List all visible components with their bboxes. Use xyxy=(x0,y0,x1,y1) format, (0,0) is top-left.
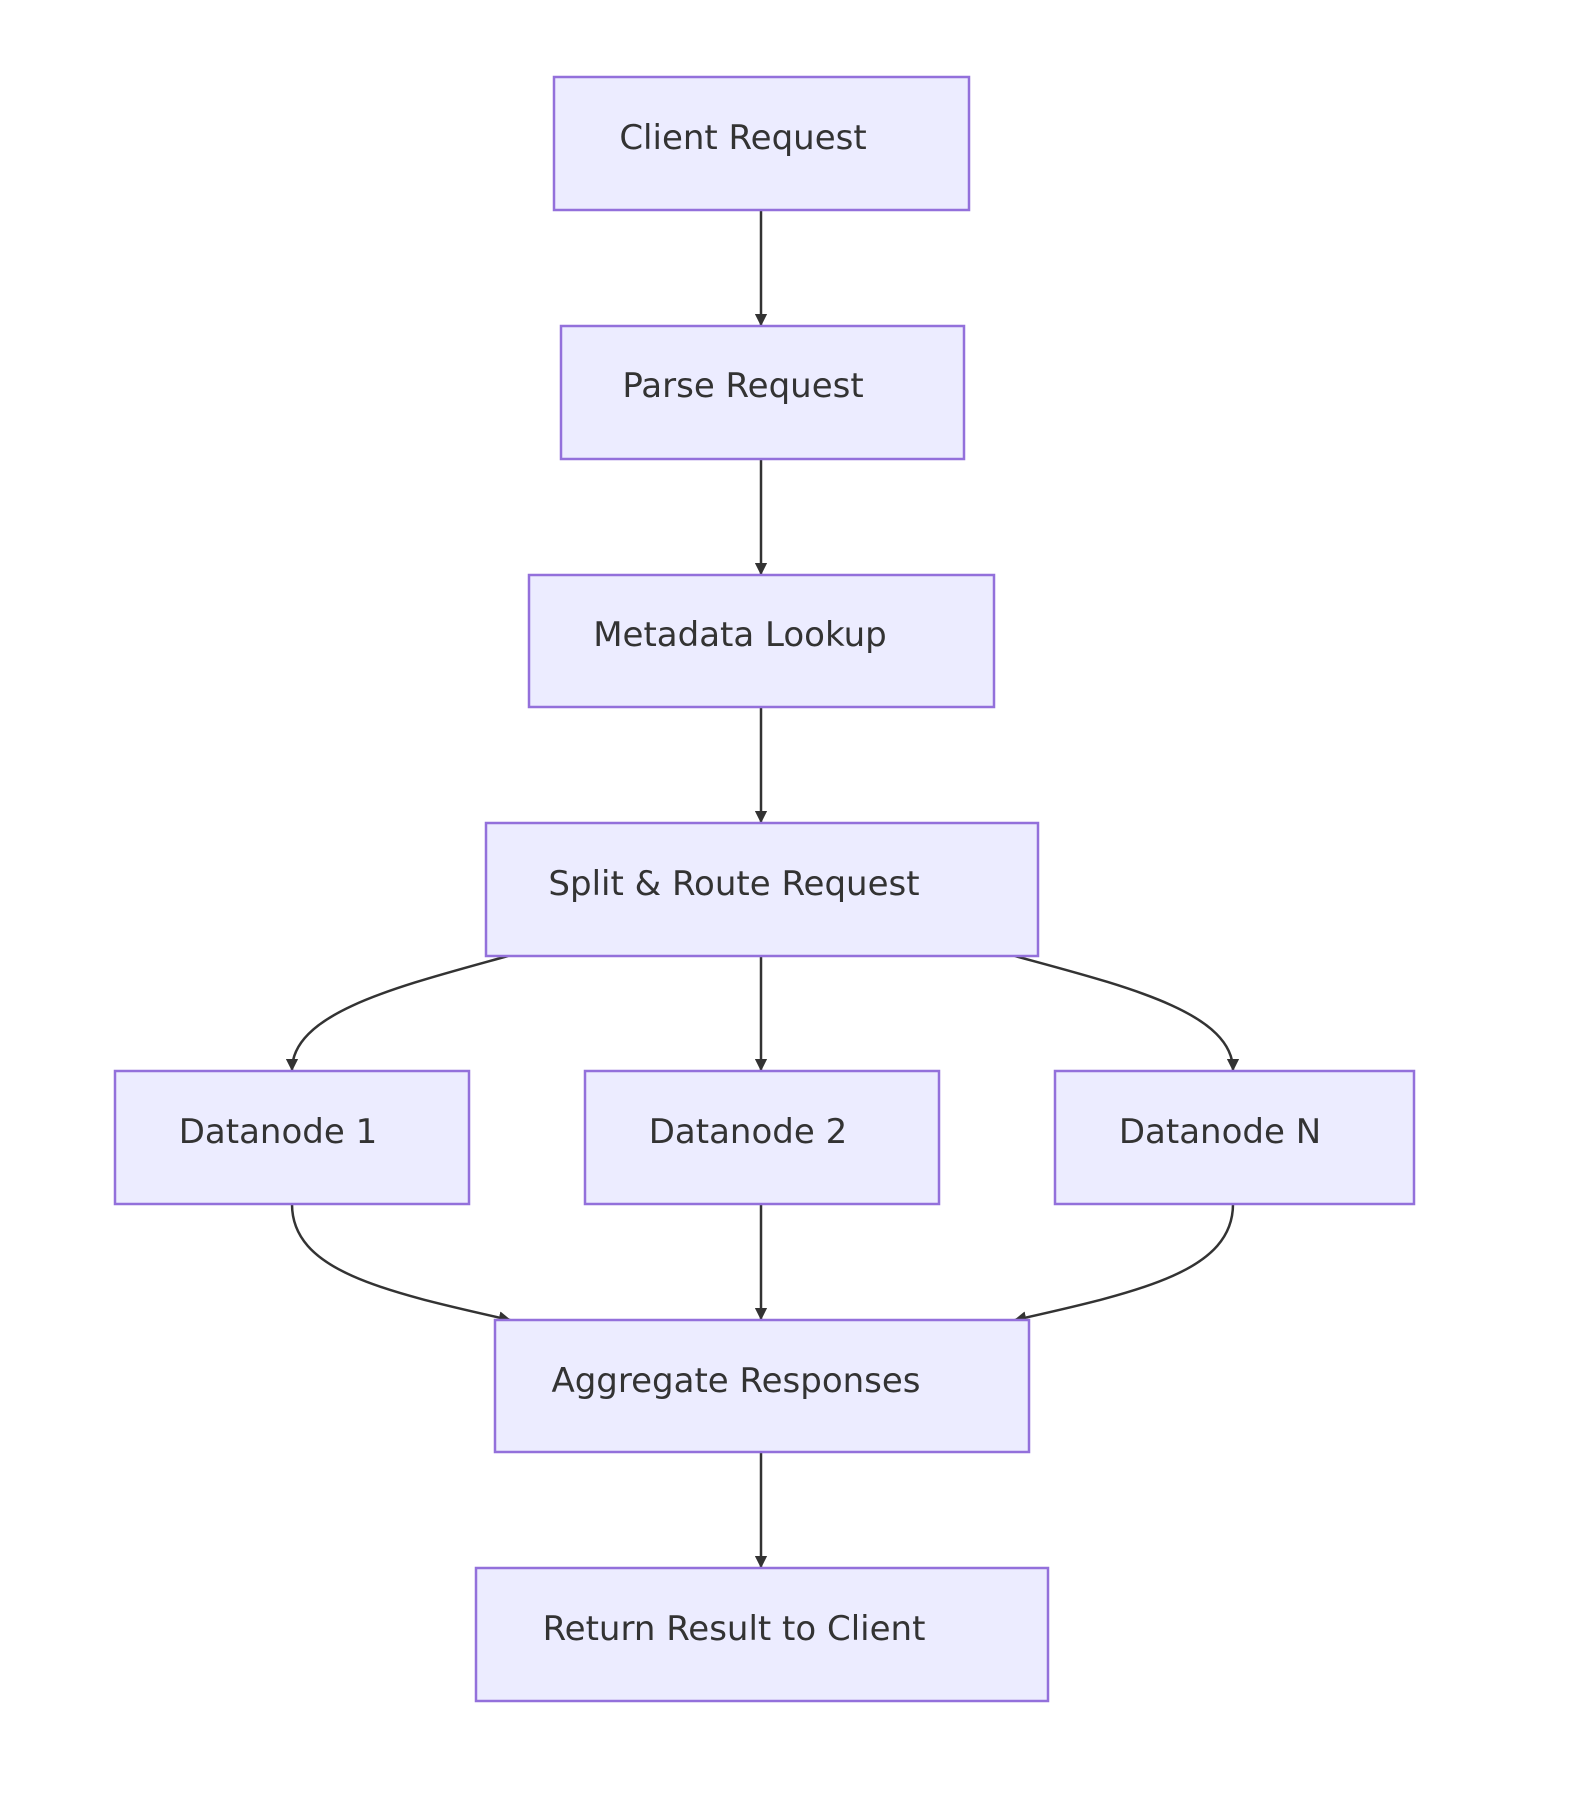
node-parse-request[interactable]: Parse Request xyxy=(559,324,966,461)
node-datanode-1[interactable]: Datanode 1 xyxy=(113,1069,471,1206)
node-client-request-label: Client Request xyxy=(619,118,866,158)
node-datanode-1-box xyxy=(113,1069,471,1206)
edges xyxy=(285,210,1240,1569)
node-client-request[interactable]: Client Request xyxy=(552,75,971,212)
edge-datanode-1-to-aggregate xyxy=(290,1203,512,1324)
node-datanode-n[interactable]: Datanode N xyxy=(1053,1069,1416,1206)
node-split-route-request-label: Split & Route Request xyxy=(548,864,919,904)
node-datanode-n-label: Datanode N xyxy=(1119,1112,1321,1152)
node-datanode-2[interactable]: Datanode 2 xyxy=(583,1069,941,1206)
node-parse-request-box xyxy=(559,324,966,461)
edge-split-route-to-datanode-1 xyxy=(285,954,509,1072)
node-parse-request-label: Parse Request xyxy=(622,366,863,406)
node-aggregate-responses-label: Aggregate Responses xyxy=(551,1361,920,1401)
node-aggregate-responses[interactable]: Aggregate Responses xyxy=(493,1318,1031,1454)
node-datanode-n-box xyxy=(1053,1069,1416,1206)
node-metadata-lookup[interactable]: Metadata Lookup xyxy=(527,573,996,709)
node-aggregate-responses-box xyxy=(493,1318,1031,1454)
node-datanode-2-label: Datanode 2 xyxy=(649,1112,847,1152)
node-split-route-request[interactable]: Split & Route Request xyxy=(484,821,1040,958)
edge-split-route-to-datanode-n xyxy=(1014,954,1240,1072)
node-datanode-2-box xyxy=(583,1069,941,1206)
node-return-result-to-client-box xyxy=(474,1566,1050,1703)
node-metadata-lookup-box xyxy=(527,573,996,709)
node-return-result-to-client-label: Return Result to Client xyxy=(543,1609,926,1649)
node-return-result-to-client[interactable]: Return Result to Client xyxy=(474,1566,1050,1703)
edge-datanode-n-to-aggregate xyxy=(1013,1203,1235,1324)
node-client-request-box xyxy=(552,75,971,212)
node-metadata-lookup-label: Metadata Lookup xyxy=(593,615,887,655)
node-split-route-request-box xyxy=(484,821,1040,958)
node-datanode-1-label: Datanode 1 xyxy=(179,1112,377,1152)
